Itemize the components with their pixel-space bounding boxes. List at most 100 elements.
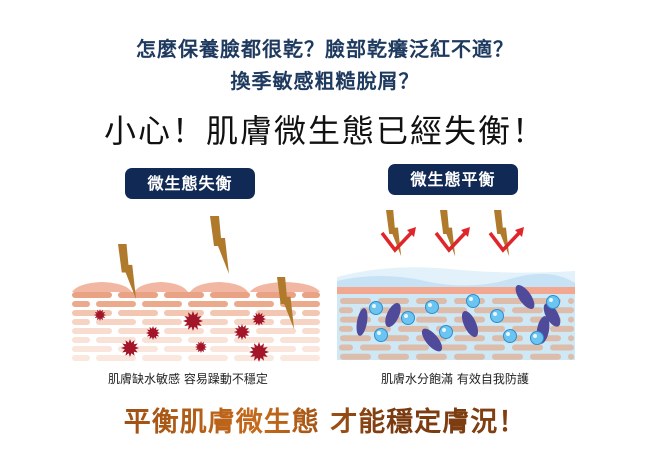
bubble-highlight <box>469 297 473 301</box>
skin-cell <box>474 344 505 351</box>
skin-top-layer <box>337 287 575 294</box>
balanced-badge: 微生態平衡 <box>388 164 518 195</box>
bubble-highlight <box>533 334 537 338</box>
skin-cell <box>118 310 158 316</box>
skin-cell <box>234 355 274 361</box>
moisture-bubbles <box>369 294 560 345</box>
microbe-icon <box>385 302 401 328</box>
skin-cell <box>280 355 320 361</box>
deflect-arrow-icon <box>380 229 415 253</box>
skin-cell <box>210 310 250 316</box>
lightning-bolt-icon <box>386 210 402 257</box>
skin-cell <box>512 344 543 351</box>
bacteria-icon <box>94 309 106 321</box>
skin-cell <box>436 344 467 351</box>
skin-cell <box>550 344 574 351</box>
water-bubble-icon <box>546 295 560 309</box>
bacteria-icon <box>234 324 250 340</box>
bacteria-icon <box>249 342 269 362</box>
water-bubble-icon <box>490 309 504 323</box>
skin-cell <box>416 353 447 360</box>
skin-cell <box>118 292 158 298</box>
skin-surface-bump <box>190 282 248 292</box>
skin-cell <box>378 298 409 304</box>
skin-layers <box>72 292 320 361</box>
irritant-bolts <box>118 216 295 330</box>
imbalanced-caption: 肌膚缺水敏感 容易躁動不穩定 <box>108 372 268 386</box>
skin-cell <box>280 337 320 343</box>
bubble-highlight <box>428 303 432 307</box>
imbalanced-skin-illustration <box>72 216 320 362</box>
bubble-highlight <box>404 314 408 318</box>
skin-surface <box>72 282 320 292</box>
skin-cell <box>360 344 391 351</box>
water-bubble-icon <box>530 331 544 345</box>
bacteria-icon <box>195 341 207 353</box>
skin-cell <box>96 319 136 325</box>
skin-cell <box>142 301 182 307</box>
skin-cell <box>340 298 371 304</box>
skin-cell <box>164 292 204 298</box>
microbe-icon <box>461 311 479 337</box>
bacteria-icon <box>146 326 160 340</box>
water-bubble-icon <box>466 294 480 308</box>
intro-question-line-2: 換季敏感粗糙脫屑？ <box>230 69 420 93</box>
skin-cell <box>210 292 250 298</box>
skin-cell <box>188 355 228 361</box>
skin-surface-bump <box>72 282 132 292</box>
bacteria-icon <box>252 312 266 326</box>
bacteria-icon <box>121 339 139 357</box>
water-bubble-icon <box>369 301 383 315</box>
deflect-arrow-icon <box>434 229 469 253</box>
imbalanced-badge: 微生態失衡 <box>125 168 255 199</box>
water-bubble-icon <box>401 311 415 325</box>
skin-cell <box>340 335 371 342</box>
skin-cell <box>188 337 228 343</box>
microbe-icon <box>356 308 368 336</box>
microbe-icon <box>543 303 561 327</box>
skin-cell <box>436 307 467 314</box>
skin-cell <box>72 355 90 361</box>
skin-cell <box>210 346 250 352</box>
water-bubble-icon <box>425 300 439 314</box>
skin-cell <box>492 298 523 304</box>
skin-cell <box>72 328 112 334</box>
skin-cell <box>72 310 112 316</box>
skin-cell <box>302 328 320 334</box>
skin-cell <box>568 335 574 342</box>
skin-cell <box>340 353 371 360</box>
balanced-caption: 肌膚水分飽滿 有效自我防護 <box>381 372 529 386</box>
skin-cell <box>339 344 353 351</box>
bubble-highlight <box>549 298 553 302</box>
skin-cell <box>72 337 90 343</box>
skin-cell <box>550 325 574 332</box>
bubble-highlight <box>442 328 446 332</box>
skin-cell <box>398 325 429 332</box>
skin-cell <box>142 355 182 361</box>
skin-cell <box>164 310 204 316</box>
moisture-wave <box>337 273 575 288</box>
bacteria-icon <box>183 311 203 331</box>
skin-cell <box>378 353 409 360</box>
skin-cell <box>474 325 505 332</box>
skin-cell <box>512 307 543 314</box>
skin-cell <box>512 325 543 332</box>
skin-cell <box>302 346 320 352</box>
skin-cell <box>454 335 485 342</box>
skin-cell <box>398 307 429 314</box>
microbe-icon <box>421 328 443 352</box>
lightning-bolt-icon <box>118 244 137 300</box>
skin-cell <box>256 310 296 316</box>
skin-cell <box>530 353 561 360</box>
lightning-bolt-icon <box>210 216 229 274</box>
water-bubble-icon <box>374 328 388 342</box>
skin-cell <box>302 310 320 316</box>
skin-cell <box>164 346 204 352</box>
skin-cell <box>164 328 204 334</box>
skin-cell <box>96 355 136 361</box>
skin-cell <box>72 319 90 325</box>
skin-cell <box>72 301 90 307</box>
skin-cell <box>96 301 136 307</box>
water-bubble-icon <box>439 325 453 339</box>
skin-cell <box>339 307 353 314</box>
